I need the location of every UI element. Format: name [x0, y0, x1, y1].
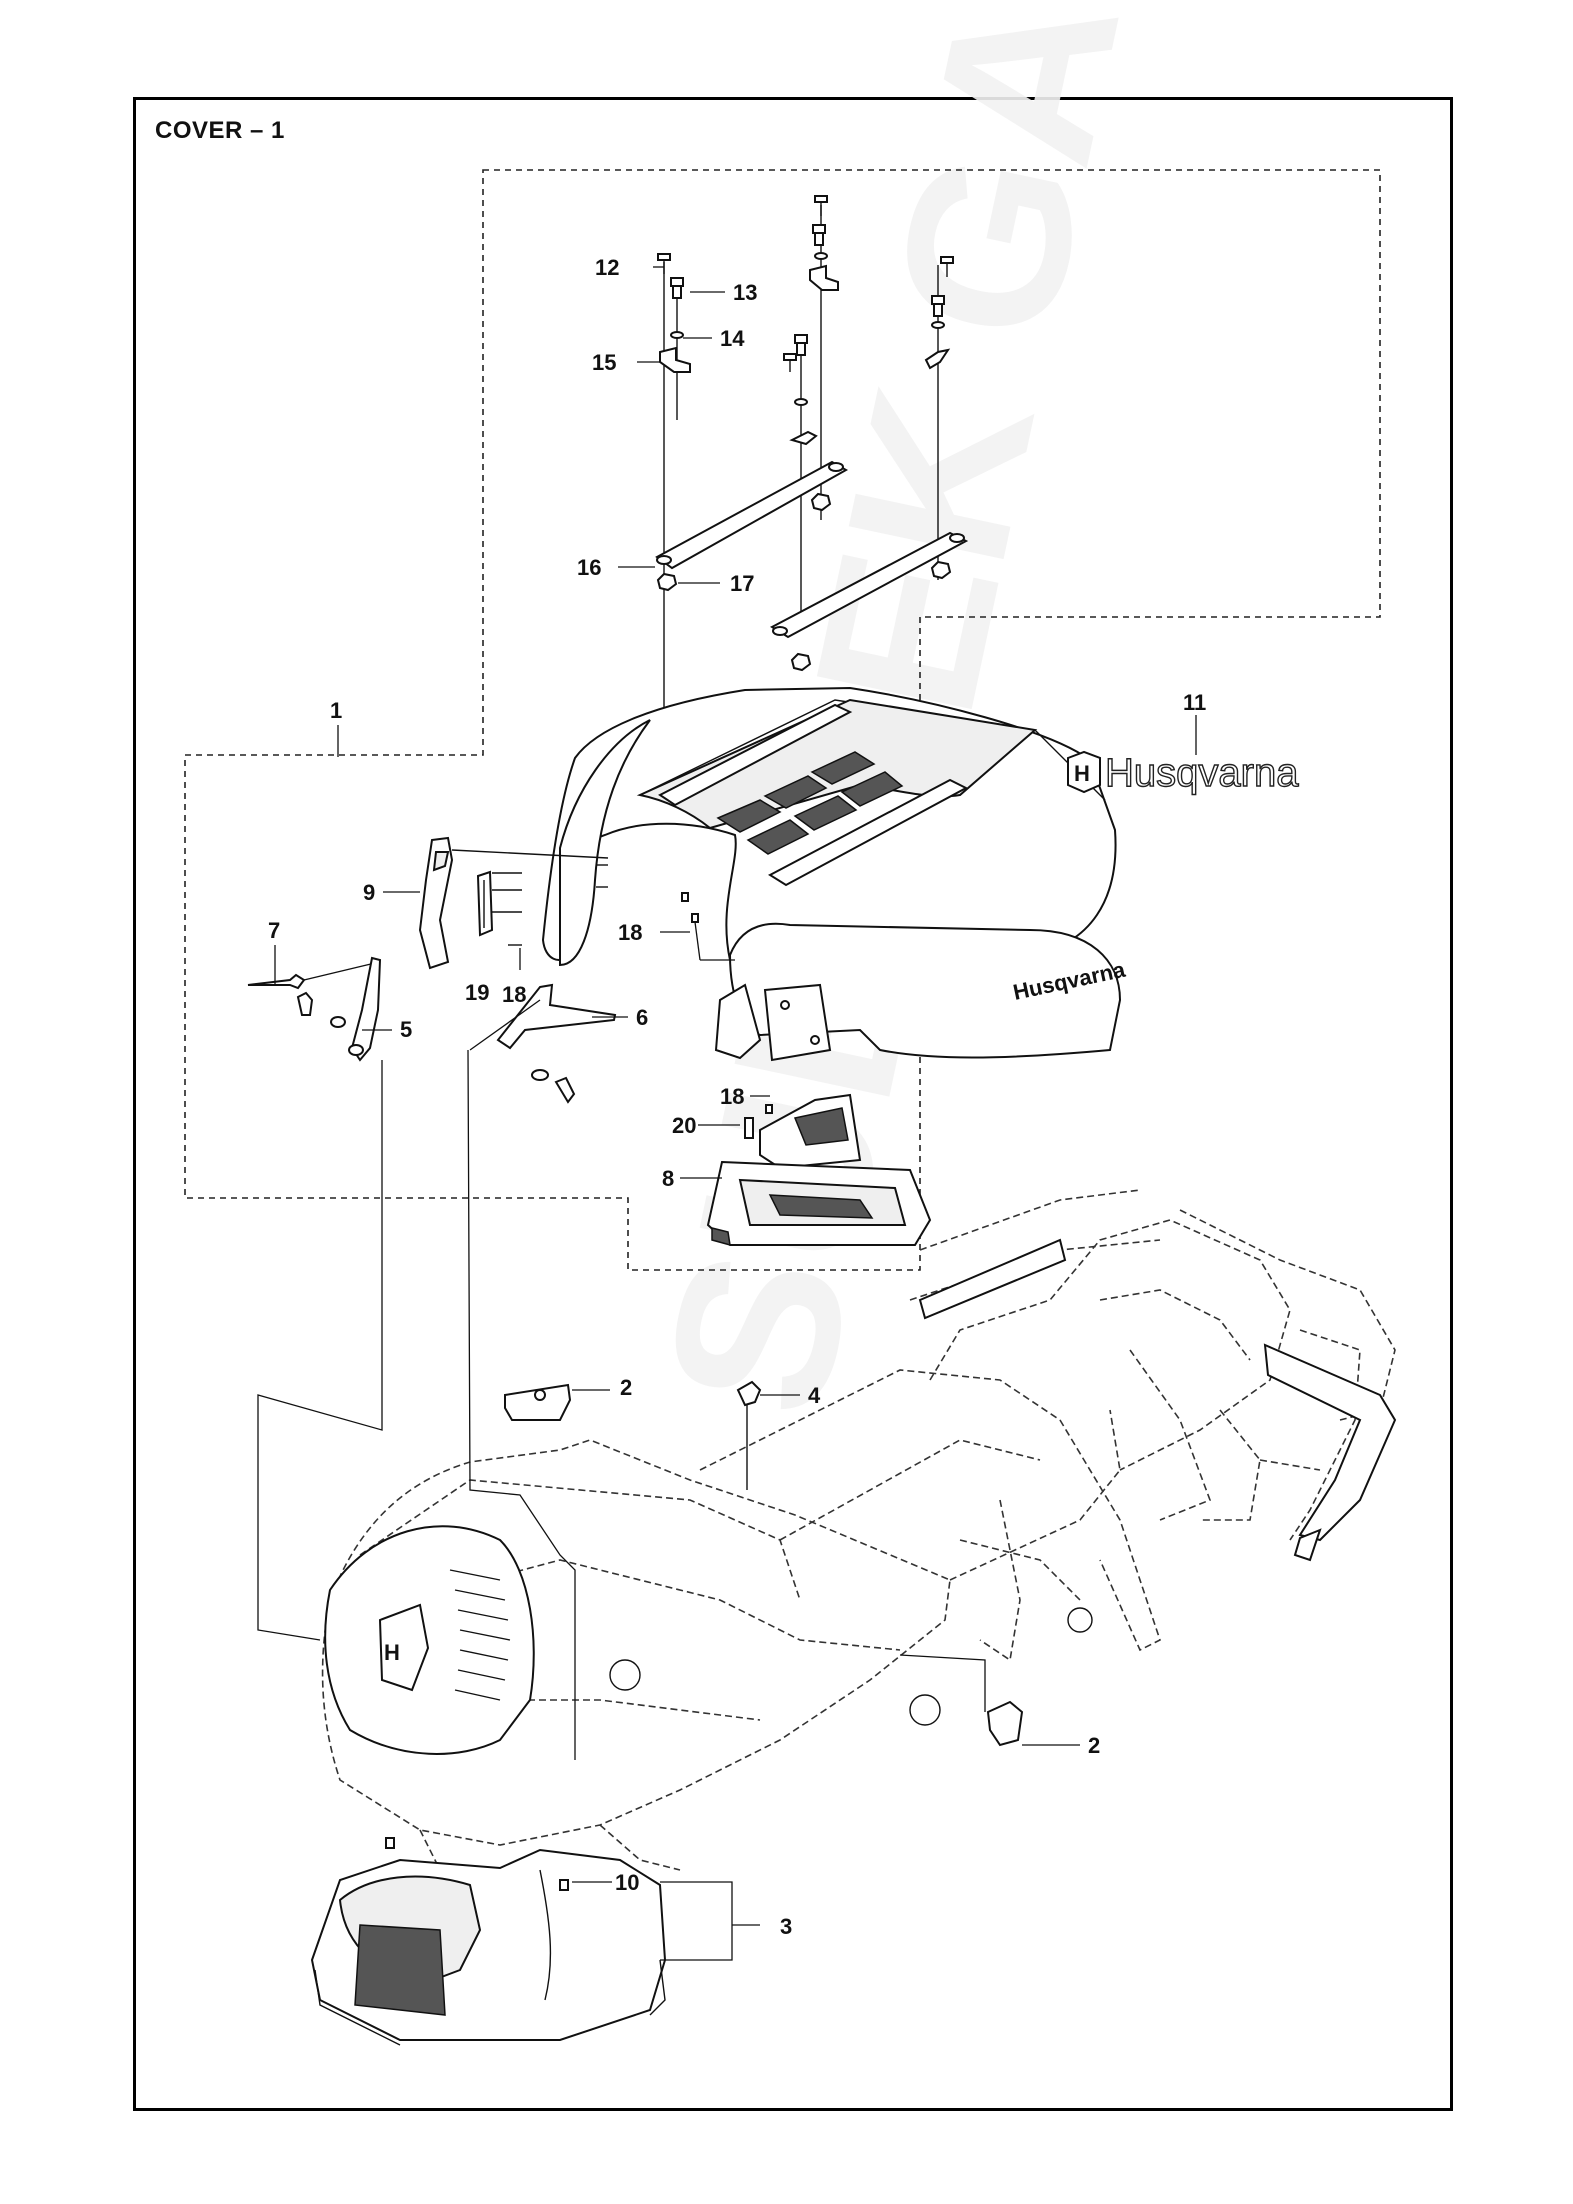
callout-2: 2	[620, 1375, 632, 1400]
callout-12: 12	[595, 255, 619, 280]
callout-2: 2	[1088, 1733, 1100, 1758]
screws-9-group	[451, 849, 609, 946]
leader-lines	[257, 266, 1197, 1961]
screw-icon	[783, 353, 797, 372]
strap-icon	[769, 531, 969, 639]
bracket-2-top	[504, 1383, 572, 1421]
rear-cover-3	[310, 1837, 667, 2046]
handle-9	[418, 836, 454, 970]
clip-4	[736, 1380, 762, 1490]
diagram-title: COVER – 1	[155, 117, 285, 144]
washer-14-icon	[670, 331, 684, 339]
chassis-logo-icon: H	[384, 1640, 400, 1665]
screw-icon	[812, 224, 826, 246]
screw-icon	[940, 256, 954, 277]
callout-4: 4	[808, 1383, 821, 1408]
callout-7: 7	[268, 918, 280, 943]
callout-1: 1	[330, 698, 342, 723]
decal-h-icon: H	[1074, 761, 1090, 786]
nut-icon	[790, 652, 812, 672]
callout-18: 18	[720, 1084, 744, 1109]
screws-18-group	[681, 892, 735, 961]
plate-19	[476, 870, 494, 937]
callout-18: 18	[502, 982, 526, 1007]
bracket-20	[744, 1093, 862, 1170]
callouts: 1 2 2 3 4 5 6 7 8 9 10 11 12 13 14 15 16…	[268, 255, 1206, 1939]
callout-20: 20	[672, 1113, 696, 1138]
callout-18: 18	[618, 920, 642, 945]
bracket-6	[496, 983, 617, 1104]
callout-3: 3	[780, 1914, 792, 1939]
nut-icon	[810, 492, 832, 512]
cable-7	[247, 962, 376, 990]
screw-top-icon	[814, 195, 828, 216]
callout-5: 5	[400, 1017, 412, 1042]
diagram-frame	[133, 97, 1453, 2111]
washer-icon	[794, 398, 808, 406]
chassis-frame: H	[321, 1189, 1397, 1881]
bracket-icon	[924, 348, 951, 370]
callout-19: 19	[465, 980, 489, 1005]
bracket-2-bottom	[986, 1700, 1024, 1747]
screw-icon	[931, 295, 945, 317]
callout-10: 10	[615, 1870, 639, 1895]
callout-13: 13	[733, 280, 757, 305]
callout-15: 15	[592, 350, 616, 375]
bracket-icon	[789, 430, 818, 446]
bracket-5	[296, 956, 382, 1062]
callout-9: 9	[363, 880, 375, 905]
washer-icon	[931, 321, 945, 329]
bracket-icon	[809, 264, 839, 291]
decal-11: H Husqvarna	[1067, 750, 1300, 796]
hood-cover: Husqvarna	[541, 686, 1128, 1062]
screw-13-icon	[670, 277, 684, 299]
callout-11: 11	[1183, 690, 1206, 715]
callout-16: 16	[577, 555, 601, 580]
callout-6: 6	[636, 1005, 648, 1030]
nut-17-icon	[656, 572, 678, 592]
decal-logo-text: Husqvarna	[1105, 751, 1299, 795]
grille-slats	[449, 1569, 511, 1701]
callout-14: 14	[720, 326, 745, 351]
assembly-boundary	[184, 169, 1381, 1271]
callout-17: 17	[730, 571, 754, 596]
bracket-15-icon	[659, 346, 691, 373]
strap-16-icon	[655, 460, 849, 570]
cover-8	[706, 1160, 932, 1247]
nut-icon	[930, 560, 952, 580]
washer-icon	[814, 252, 828, 260]
hardware-group	[655, 195, 969, 795]
screw-icon	[794, 334, 808, 356]
callout-8: 8	[662, 1166, 674, 1191]
screw-12-icon	[657, 253, 671, 274]
